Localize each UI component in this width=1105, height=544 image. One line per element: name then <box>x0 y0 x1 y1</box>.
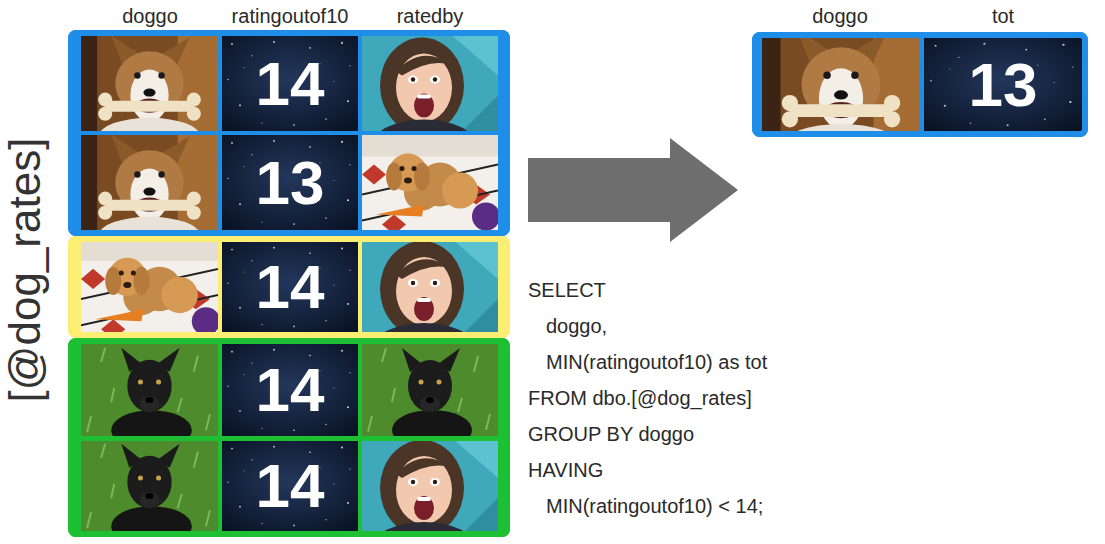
dog-photo <box>81 342 218 451</box>
rating-number: 14 <box>256 256 325 318</box>
sql-line: MIN(ratingoutof10) < 14; <box>546 496 763 516</box>
rating-number: 13 <box>969 54 1038 116</box>
number-cell <box>222 441 358 531</box>
number-cell <box>924 38 1082 131</box>
dog-photo <box>81 239 220 340</box>
table-name: [@dog_rates] <box>3 138 47 403</box>
row-group-box: 14 14 <box>68 338 510 537</box>
number-cell <box>222 36 358 131</box>
sql-line: MIN(ratingoutof10) as tot <box>546 352 767 372</box>
sql-line: GROUP BY doggo <box>528 424 694 444</box>
table-frame: [@dog_rates]1413141414 <box>68 30 510 537</box>
sql-line: doggo, <box>546 316 607 336</box>
block-arrow <box>528 138 738 242</box>
rating-number: 14 <box>256 359 325 421</box>
dog-photo <box>762 29 920 166</box>
column-header: doggo <box>812 6 868 26</box>
column-header: ratedby <box>397 6 464 26</box>
person-photo <box>362 438 498 544</box>
dog-photo <box>81 438 218 544</box>
row-group-box: 14 <box>68 236 510 338</box>
result-row-box: 13 <box>752 32 1088 137</box>
sql-line: FROM dbo.[@dog_rates] <box>528 388 752 408</box>
dog-photo <box>362 342 498 450</box>
rating-number: 13 <box>256 152 325 214</box>
number-cell <box>222 135 358 230</box>
number-cell <box>222 242 358 332</box>
row-group-box: 14 13 <box>68 30 510 236</box>
column-header: doggo <box>122 6 178 26</box>
column-header: ratingoutof10 <box>232 6 349 26</box>
rating-number: 14 <box>256 455 325 517</box>
sql-line: HAVING <box>528 460 603 480</box>
dog-photo <box>362 135 500 235</box>
number-cell <box>222 344 358 436</box>
rating-number: 14 <box>256 53 325 115</box>
column-header: tot <box>992 6 1014 26</box>
sql-line: SELECT <box>528 280 606 300</box>
